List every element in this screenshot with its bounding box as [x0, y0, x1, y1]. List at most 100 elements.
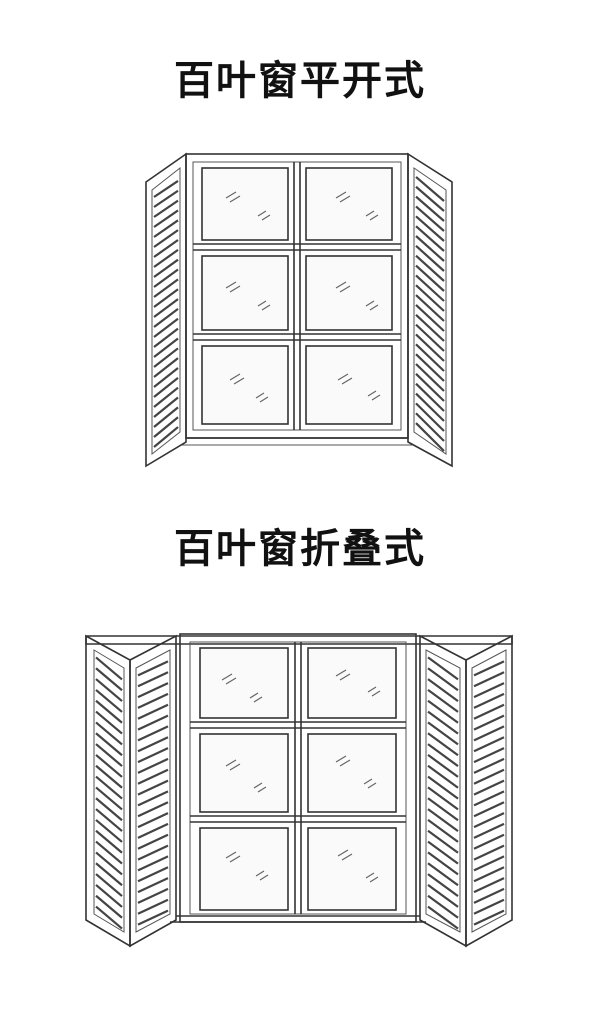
glass-panes-2	[199, 647, 397, 911]
shutter-slat	[427, 862, 459, 887]
shutter-slat	[427, 840, 459, 865]
shutter-slat	[153, 239, 179, 258]
shutter-slat	[473, 887, 505, 904]
shutter-slat	[415, 225, 445, 252]
shutter-slat	[95, 884, 123, 908]
shutter-slat	[95, 786, 123, 811]
shutter-slat	[153, 396, 179, 418]
shutter-slat	[473, 768, 505, 785]
shutter-slat	[95, 905, 123, 930]
shutter-slat	[473, 822, 505, 839]
shutter-slat	[153, 268, 179, 288]
shutter-slat	[427, 689, 459, 713]
shutter-slat	[137, 855, 169, 872]
shutter-slat	[473, 801, 505, 818]
shutter-slat	[153, 278, 179, 298]
shutter-slat	[137, 747, 169, 764]
shutter-slat	[153, 327, 179, 348]
shutter-slat	[427, 819, 459, 843]
window-inner-frame	[192, 161, 402, 431]
shutter-slat	[153, 298, 179, 318]
shutter-slat	[137, 703, 169, 720]
window-inner-frame-2	[189, 641, 407, 915]
shutter-slat	[95, 862, 123, 887]
shutter-slat	[427, 797, 459, 822]
shutter-slat	[153, 357, 179, 378]
shutter-slat	[95, 710, 123, 735]
shutter-slat	[415, 254, 445, 282]
shutter-slat	[153, 386, 179, 408]
shutter-slat	[473, 747, 505, 764]
shutter-slat	[415, 353, 445, 382]
shutter-slat	[427, 721, 459, 746]
shutter-slat	[95, 873, 123, 897]
shutter-slat	[137, 692, 169, 709]
shutter-slat	[415, 245, 445, 272]
title-folding-shutter: 百叶窗折叠式	[174, 526, 426, 572]
shutter-slat	[427, 764, 459, 789]
shutter-slat	[427, 884, 459, 908]
shutter-slat	[137, 768, 169, 785]
shutter-slat	[153, 288, 179, 308]
shutter-slat	[95, 732, 123, 757]
shutter-slat	[95, 678, 123, 702]
shutter-slat	[95, 819, 123, 843]
shutter-slat	[415, 274, 445, 302]
shutter-slat	[153, 317, 179, 338]
shutter-slat	[153, 416, 179, 438]
left-shutter	[145, 152, 187, 468]
shutter-slat	[473, 898, 505, 915]
shutter-slat	[473, 779, 505, 796]
diagram-folding-shutter	[85, 633, 513, 948]
shutter-slat	[95, 667, 123, 692]
diagram-casement-shutter	[145, 152, 453, 468]
shutter-slat	[153, 199, 179, 218]
shutter-slat	[473, 812, 505, 829]
shutter-slat	[415, 284, 445, 312]
shutter-slat	[137, 736, 169, 753]
shutter-slat	[153, 189, 179, 208]
shutter-slat	[95, 797, 123, 822]
shutter-slat	[153, 308, 179, 328]
shutter-slat	[427, 667, 459, 692]
shutter-slat	[415, 313, 445, 342]
shutter-slat	[137, 812, 169, 829]
shutter-slat	[95, 721, 123, 746]
shutter-slat	[153, 219, 179, 238]
shutter-slat	[153, 229, 179, 248]
shutter-slat	[415, 215, 445, 242]
shutter-slat	[427, 786, 459, 811]
shutter-slat	[473, 660, 505, 677]
shutter-slat	[427, 873, 459, 897]
shutter-slat	[95, 656, 123, 681]
shutter-slat	[153, 209, 179, 228]
shutter-slat	[427, 851, 459, 876]
shutter-slat	[473, 671, 505, 688]
shutter-slat	[415, 363, 445, 392]
shutter-slat	[153, 376, 179, 398]
shutter-slat	[137, 671, 169, 688]
shutter-slat	[473, 833, 505, 850]
shutter-slat	[473, 844, 505, 861]
shutter-slat	[473, 725, 505, 742]
right-folding-shutter	[419, 634, 513, 948]
shutter-slat	[95, 851, 123, 876]
shutter-slat	[415, 185, 445, 212]
shutter-slat	[427, 905, 459, 930]
shutter-slat	[95, 699, 123, 724]
shutter-slat	[415, 343, 445, 372]
left-folding-shutter	[85, 634, 177, 948]
shutter-slat	[153, 406, 179, 428]
right-shutter	[407, 152, 453, 468]
shutter-slat	[137, 887, 169, 904]
shutter-slat	[427, 656, 459, 681]
shutter-slat	[137, 877, 169, 894]
shutter-slat	[473, 757, 505, 774]
shutter-slat	[137, 660, 169, 677]
shutter-slat	[95, 894, 123, 919]
shutter-slat	[95, 754, 123, 778]
shutter-slat	[153, 337, 179, 358]
shutter-slat	[415, 176, 445, 202]
shutter-slat	[137, 909, 169, 926]
shutter-slat	[137, 898, 169, 915]
